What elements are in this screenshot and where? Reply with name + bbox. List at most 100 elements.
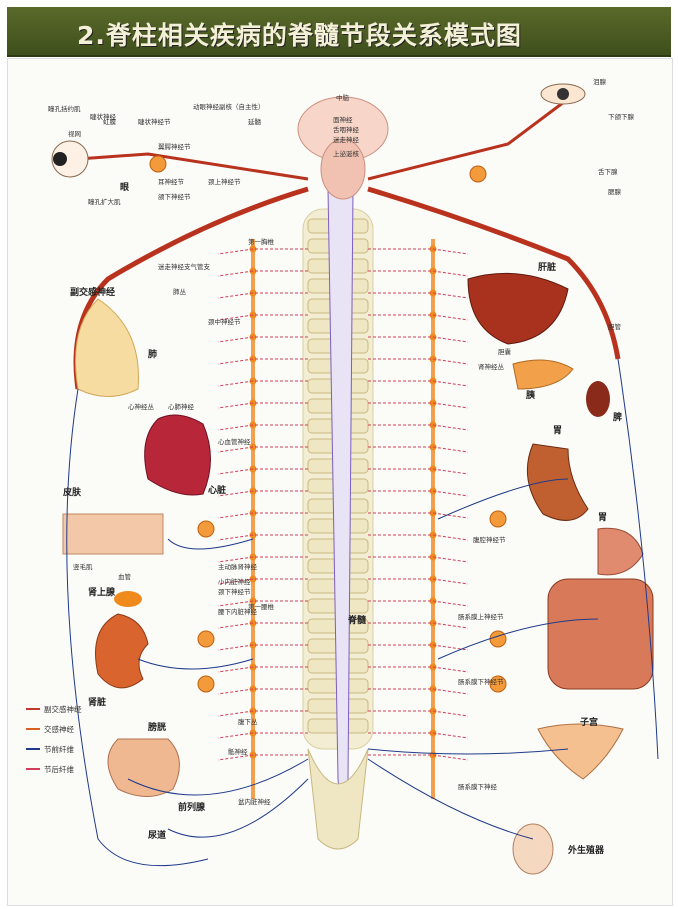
small-label: 耳神经节 bbox=[158, 179, 184, 186]
small-label: 肠系膜下神经 bbox=[458, 784, 497, 791]
small-label: 上泌涎核 bbox=[333, 151, 359, 158]
nerve-fiber bbox=[218, 667, 308, 672]
ganglion-icon bbox=[490, 511, 506, 527]
label-lung: 肺 bbox=[148, 351, 157, 360]
nerve-fiber bbox=[368, 271, 468, 276]
nerve-fiber bbox=[368, 337, 468, 342]
title-bar: 2.脊柱相关疾病的脊髓节段关系模式图 bbox=[7, 7, 671, 57]
label-uterus: 子宫 bbox=[580, 719, 598, 728]
legend-item: 节前纤维 bbox=[26, 739, 96, 759]
label-pancreas: 胰 bbox=[526, 392, 535, 401]
small-label: 颈上神经节 bbox=[208, 179, 241, 186]
nerve-fiber bbox=[168, 539, 253, 549]
label-parasympathetic: 副交感神经 bbox=[70, 289, 115, 298]
label-spinal-cord: 脊髓 bbox=[348, 617, 366, 626]
ganglion-icon bbox=[198, 631, 214, 647]
nerve-fiber bbox=[368, 315, 468, 320]
nerve-fiber bbox=[218, 513, 308, 518]
small-label: 肺丛 bbox=[173, 289, 186, 296]
eye-left-icon bbox=[52, 141, 88, 177]
liver-icon bbox=[468, 273, 568, 344]
small-label: 颌下神经节 bbox=[158, 194, 191, 201]
ganglion-icon bbox=[198, 521, 214, 537]
eye-right-icon bbox=[541, 84, 585, 104]
nerve-fiber bbox=[368, 755, 468, 760]
label-liver: 肝脏 bbox=[538, 264, 556, 273]
nerve-fiber bbox=[218, 249, 308, 254]
nerve-fiber bbox=[218, 491, 308, 496]
small-label: 瞳孔括约肌 bbox=[48, 106, 81, 113]
label-stomach: 胃 bbox=[598, 514, 607, 523]
small-label: 动眼神经副核（自主性） bbox=[193, 104, 265, 111]
nerve-fiber bbox=[368, 535, 468, 540]
stomach-small-icon bbox=[527, 444, 588, 520]
nerve-fiber bbox=[218, 469, 308, 474]
nerve-fiber bbox=[368, 623, 468, 628]
small-label: 肾神经丛 bbox=[478, 364, 504, 371]
label-genitals: 外生殖器 bbox=[568, 847, 604, 856]
nerve-fiber bbox=[218, 557, 308, 562]
genitals-icon bbox=[513, 824, 553, 874]
small-label: 颈下神经节 bbox=[218, 589, 251, 596]
nerve-fiber bbox=[368, 759, 533, 839]
nerve-fiber bbox=[368, 557, 468, 562]
small-label: 盆内脏神经 bbox=[238, 799, 271, 806]
small-label: 心血管神经 bbox=[218, 439, 251, 446]
small-label: 心肺神经 bbox=[168, 404, 194, 411]
nerve-fiber bbox=[218, 271, 308, 276]
spleen-icon bbox=[586, 381, 610, 417]
intestine-icon bbox=[548, 579, 653, 689]
nerve-fiber bbox=[368, 293, 468, 298]
legend-swatch bbox=[26, 708, 40, 710]
stomach-icon bbox=[598, 528, 643, 575]
small-label: 腹下丛 bbox=[238, 719, 258, 726]
small-label: 睫状神经节 bbox=[138, 119, 171, 126]
nerve-fiber bbox=[368, 749, 568, 754]
nerve-fiber bbox=[218, 689, 308, 694]
ganglion-icon bbox=[198, 676, 214, 692]
small-label: 主动脉肾神经 bbox=[218, 564, 257, 571]
label-prostate: 前列腺 bbox=[178, 804, 205, 813]
nerve-fiber bbox=[368, 491, 468, 496]
nerve-fiber bbox=[368, 425, 468, 430]
legend-label: 副交感神经 bbox=[44, 704, 82, 715]
label-spleen: 脾 bbox=[613, 414, 622, 423]
small-label: 腮腺 bbox=[608, 189, 621, 196]
diagram-panel: 眼 副交感神经 肺 心脏 皮肤 肾上腺 肾脏 膀胱 前列腺 尿道 肝脏 胰 脾 … bbox=[7, 58, 673, 906]
small-label: 第一胸椎 bbox=[248, 239, 274, 246]
nerve-fiber bbox=[368, 733, 468, 738]
nervous-system-diagram bbox=[8, 59, 672, 905]
small-label: 延髓 bbox=[248, 119, 261, 126]
nerve-fiber bbox=[368, 689, 468, 694]
small-label: 腹腔神经节 bbox=[473, 537, 506, 544]
pancreas-icon bbox=[513, 360, 573, 389]
nerve-fiber bbox=[218, 403, 308, 408]
nerve-fiber bbox=[368, 359, 468, 364]
nerve-fiber bbox=[368, 249, 468, 254]
small-label: 舌下腺 bbox=[598, 169, 618, 176]
nerve-fiber bbox=[368, 579, 468, 584]
small-label: 泪腺 bbox=[593, 79, 606, 86]
legend-label: 交感神经 bbox=[44, 724, 74, 735]
ganglion-icon bbox=[490, 631, 506, 647]
page-title: 2.脊柱相关疾病的脊髓节段关系模式图 bbox=[77, 16, 522, 52]
nerve-fiber bbox=[218, 293, 308, 298]
nerve-fiber bbox=[218, 337, 308, 342]
legend-swatch bbox=[26, 728, 40, 730]
nerve-fiber bbox=[218, 535, 308, 540]
label-bladder: 膀胱 bbox=[148, 724, 166, 733]
nerve-fiber bbox=[218, 733, 308, 738]
legend-swatch bbox=[26, 768, 40, 770]
nerve-fiber bbox=[218, 645, 308, 650]
legend-item: 副交感神经 bbox=[26, 699, 96, 719]
adrenal-icon bbox=[114, 591, 142, 607]
small-label: 迷走神经支气管支 bbox=[158, 264, 210, 271]
label-adrenal: 肾上腺 bbox=[88, 589, 115, 598]
small-label: 第一腰椎 bbox=[248, 604, 274, 611]
spinal-column bbox=[303, 189, 373, 849]
label-stomach-small: 胃 bbox=[553, 427, 562, 436]
small-label: 胆囊 bbox=[498, 349, 511, 356]
small-label: 视网 bbox=[68, 131, 81, 138]
nerve-fiber bbox=[218, 381, 308, 386]
nerve-fiber bbox=[368, 469, 468, 474]
